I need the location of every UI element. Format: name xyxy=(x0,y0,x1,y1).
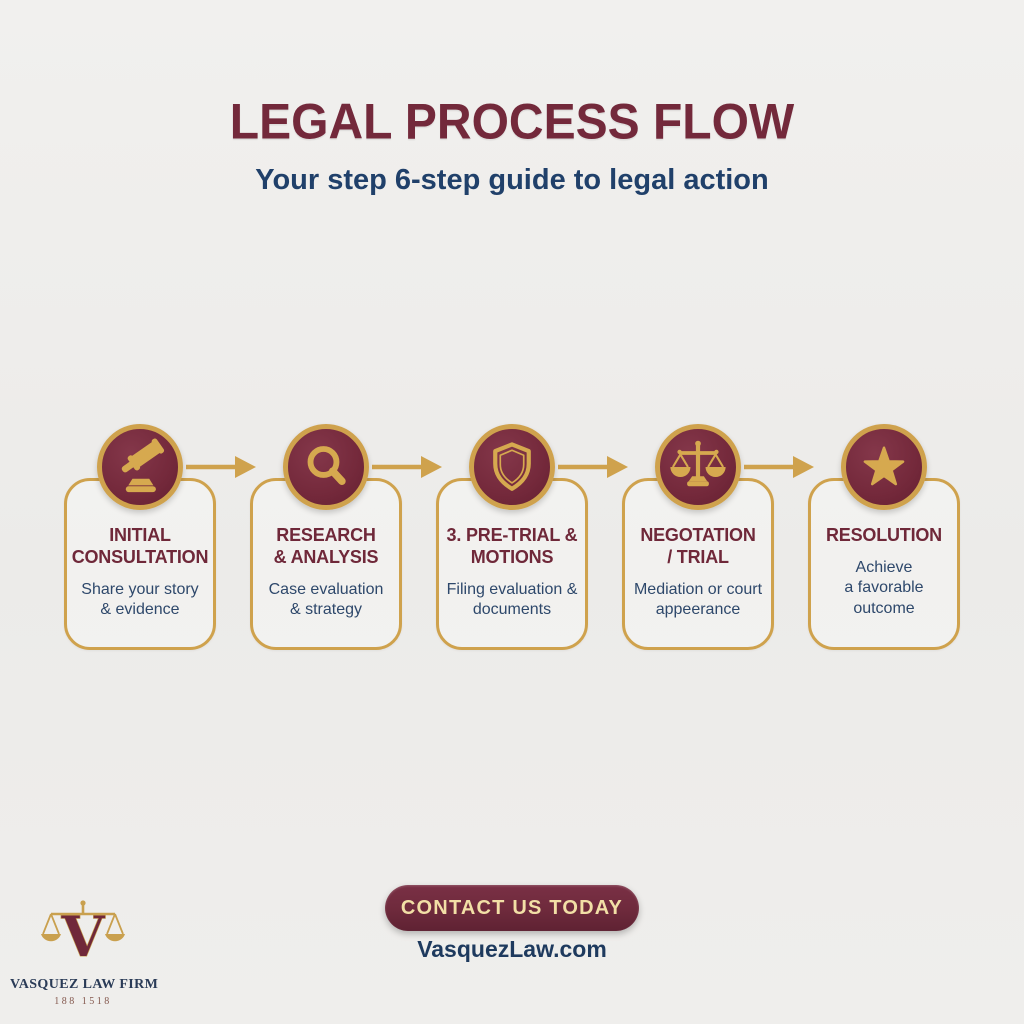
step-negotiation-trial: NEGOTATION / TRIAL Mediation or court ap… xyxy=(622,424,774,656)
step-title: INITIAL CONSULTATION xyxy=(71,525,209,567)
step-title: RESOLUTION xyxy=(825,525,942,545)
firm-tagline: 188 1518 xyxy=(54,996,112,1007)
shield-icon xyxy=(469,424,555,510)
page-subtitle: Your step 6-step guide to legal action xyxy=(255,164,769,196)
step-initial-consultation: INITIAL CONSULTATION Share your story & … xyxy=(64,424,216,656)
step-resolution: RESOLUTION Achieve a favorable outcome xyxy=(808,424,960,656)
step-description: Filing evaluation & documents xyxy=(446,580,578,619)
step-description: Mediation or court appeerance xyxy=(633,580,763,619)
flow-arrow-icon xyxy=(558,453,628,481)
svg-text:V: V xyxy=(60,904,106,970)
flow-arrow-icon xyxy=(186,453,256,481)
scales-v-logo-icon: V xyxy=(41,900,125,970)
process-flow: INITIAL CONSULTATION Share your story & … xyxy=(0,424,1024,656)
step-research-analysis: RESEARCH & ANALYSIS Case evaluation & st… xyxy=(250,424,402,656)
step-description: Case evaluation & strategy xyxy=(268,580,384,619)
step-description: Share your story & evidence xyxy=(81,580,199,619)
header: LEGAL PROCESS FLOW Your step 6-step guid… xyxy=(0,94,1024,197)
step-pretrial-motions: 3. PRE-TRIAL & MOTIONS Filing evaluation… xyxy=(436,424,588,656)
firm-name: VASQUEZ LAW FIRM xyxy=(10,977,159,992)
step-title: 3. PRE-TRIAL & MOTIONS xyxy=(446,525,578,567)
flow-arrow-icon xyxy=(372,453,442,481)
scales-icon xyxy=(655,424,741,510)
website-link[interactable]: VasquezLaw.com xyxy=(417,936,607,962)
magnifier-icon xyxy=(283,424,369,510)
contact-button[interactable]: CONTACT US TODAY xyxy=(385,885,639,931)
firm-logo: V VASQUEZ LAW FIRM 188 1518 xyxy=(10,898,159,1007)
gavel-icon xyxy=(97,424,183,510)
step-title: RESEARCH & ANALYSIS xyxy=(273,525,379,567)
star-icon xyxy=(841,424,927,510)
page-title: LEGAL PROCESS FLOW xyxy=(229,95,795,151)
flow-arrow-icon xyxy=(744,453,814,481)
step-title: NEGOTATION / TRIAL xyxy=(640,525,756,567)
step-description: Achieve a favorable outcome xyxy=(844,558,924,617)
